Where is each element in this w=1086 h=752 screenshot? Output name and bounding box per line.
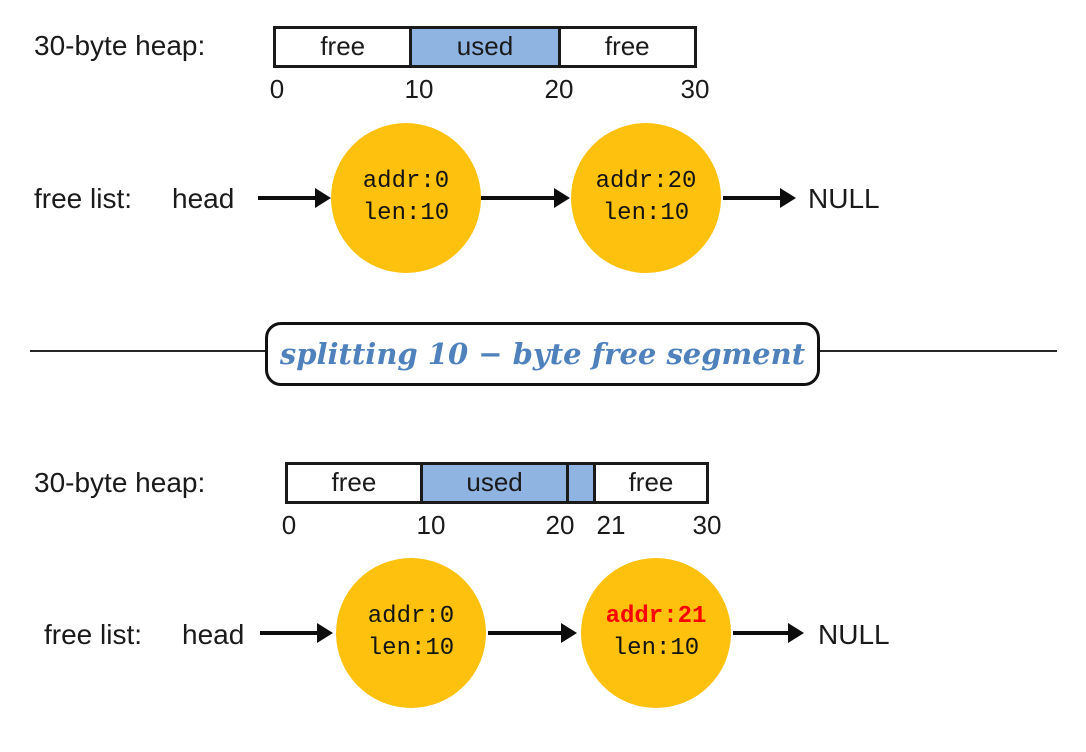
tick-label: 20 [544,74,574,104]
tick-label: 30 [680,74,710,104]
heap-label-before: 30-byte heap: [34,30,206,61]
heap-segment-free: free [288,465,420,501]
node-len: len:10 [362,199,450,227]
head-label-after: head [182,619,245,650]
heap-segment-used-sliver [566,465,593,501]
heap-label-after: 30-byte heap: [34,467,206,498]
banner: splitting 10 − byte free segment [265,322,820,386]
heap-segment-used: used [419,465,567,501]
divider-line-left [30,350,266,352]
node-addr: addr:20 [595,168,697,196]
tick-label: 20 [545,510,575,540]
node-len: len:10 [367,634,455,662]
arrow-head-to-node [258,188,331,208]
arrow-head-to-node [260,623,333,643]
tick-label: 30 [692,510,722,540]
arrow-node-to-node [488,623,577,643]
node-len: len:10 [612,634,700,662]
free-node: addr:0 len:10 [331,123,481,273]
heap-bar-before: free used free [273,26,697,68]
tick-label: 0 [269,74,285,104]
heap-segment-free: free [557,29,694,65]
divider-line-right [819,350,1057,352]
tick-label: 21 [596,510,626,540]
free-node-highlighted: addr:21 len:10 [581,558,731,708]
banner-label: splitting 10 − byte free segment [279,337,806,371]
free-list-label-after: free list: [44,619,143,650]
node-addr: addr:0 [367,603,455,631]
null-label-before: NULL [808,183,880,214]
tick-label: 10 [416,510,446,540]
arrow-node-to-node [481,188,570,208]
free-node: addr:0 len:10 [336,558,486,708]
node-addr-highlighted: addr:21 [605,603,707,631]
free-list-label-before: free list: [34,183,133,214]
head-label-before: head [172,183,235,214]
arrow-node-to-null [733,623,804,643]
heap-segment-used: used [409,29,558,65]
node-len: len:10 [602,199,690,227]
arrow-node-to-null [723,188,796,208]
heap-bar-after: free used free [285,462,709,504]
tick-label: 0 [281,510,297,540]
heap-segment-free: free [592,465,707,501]
node-addr: addr:0 [362,168,450,196]
tick-label: 10 [404,74,434,104]
null-label-after: NULL [818,619,890,650]
heap-segment-free: free [276,29,410,65]
free-node: addr:20 len:10 [571,123,721,273]
